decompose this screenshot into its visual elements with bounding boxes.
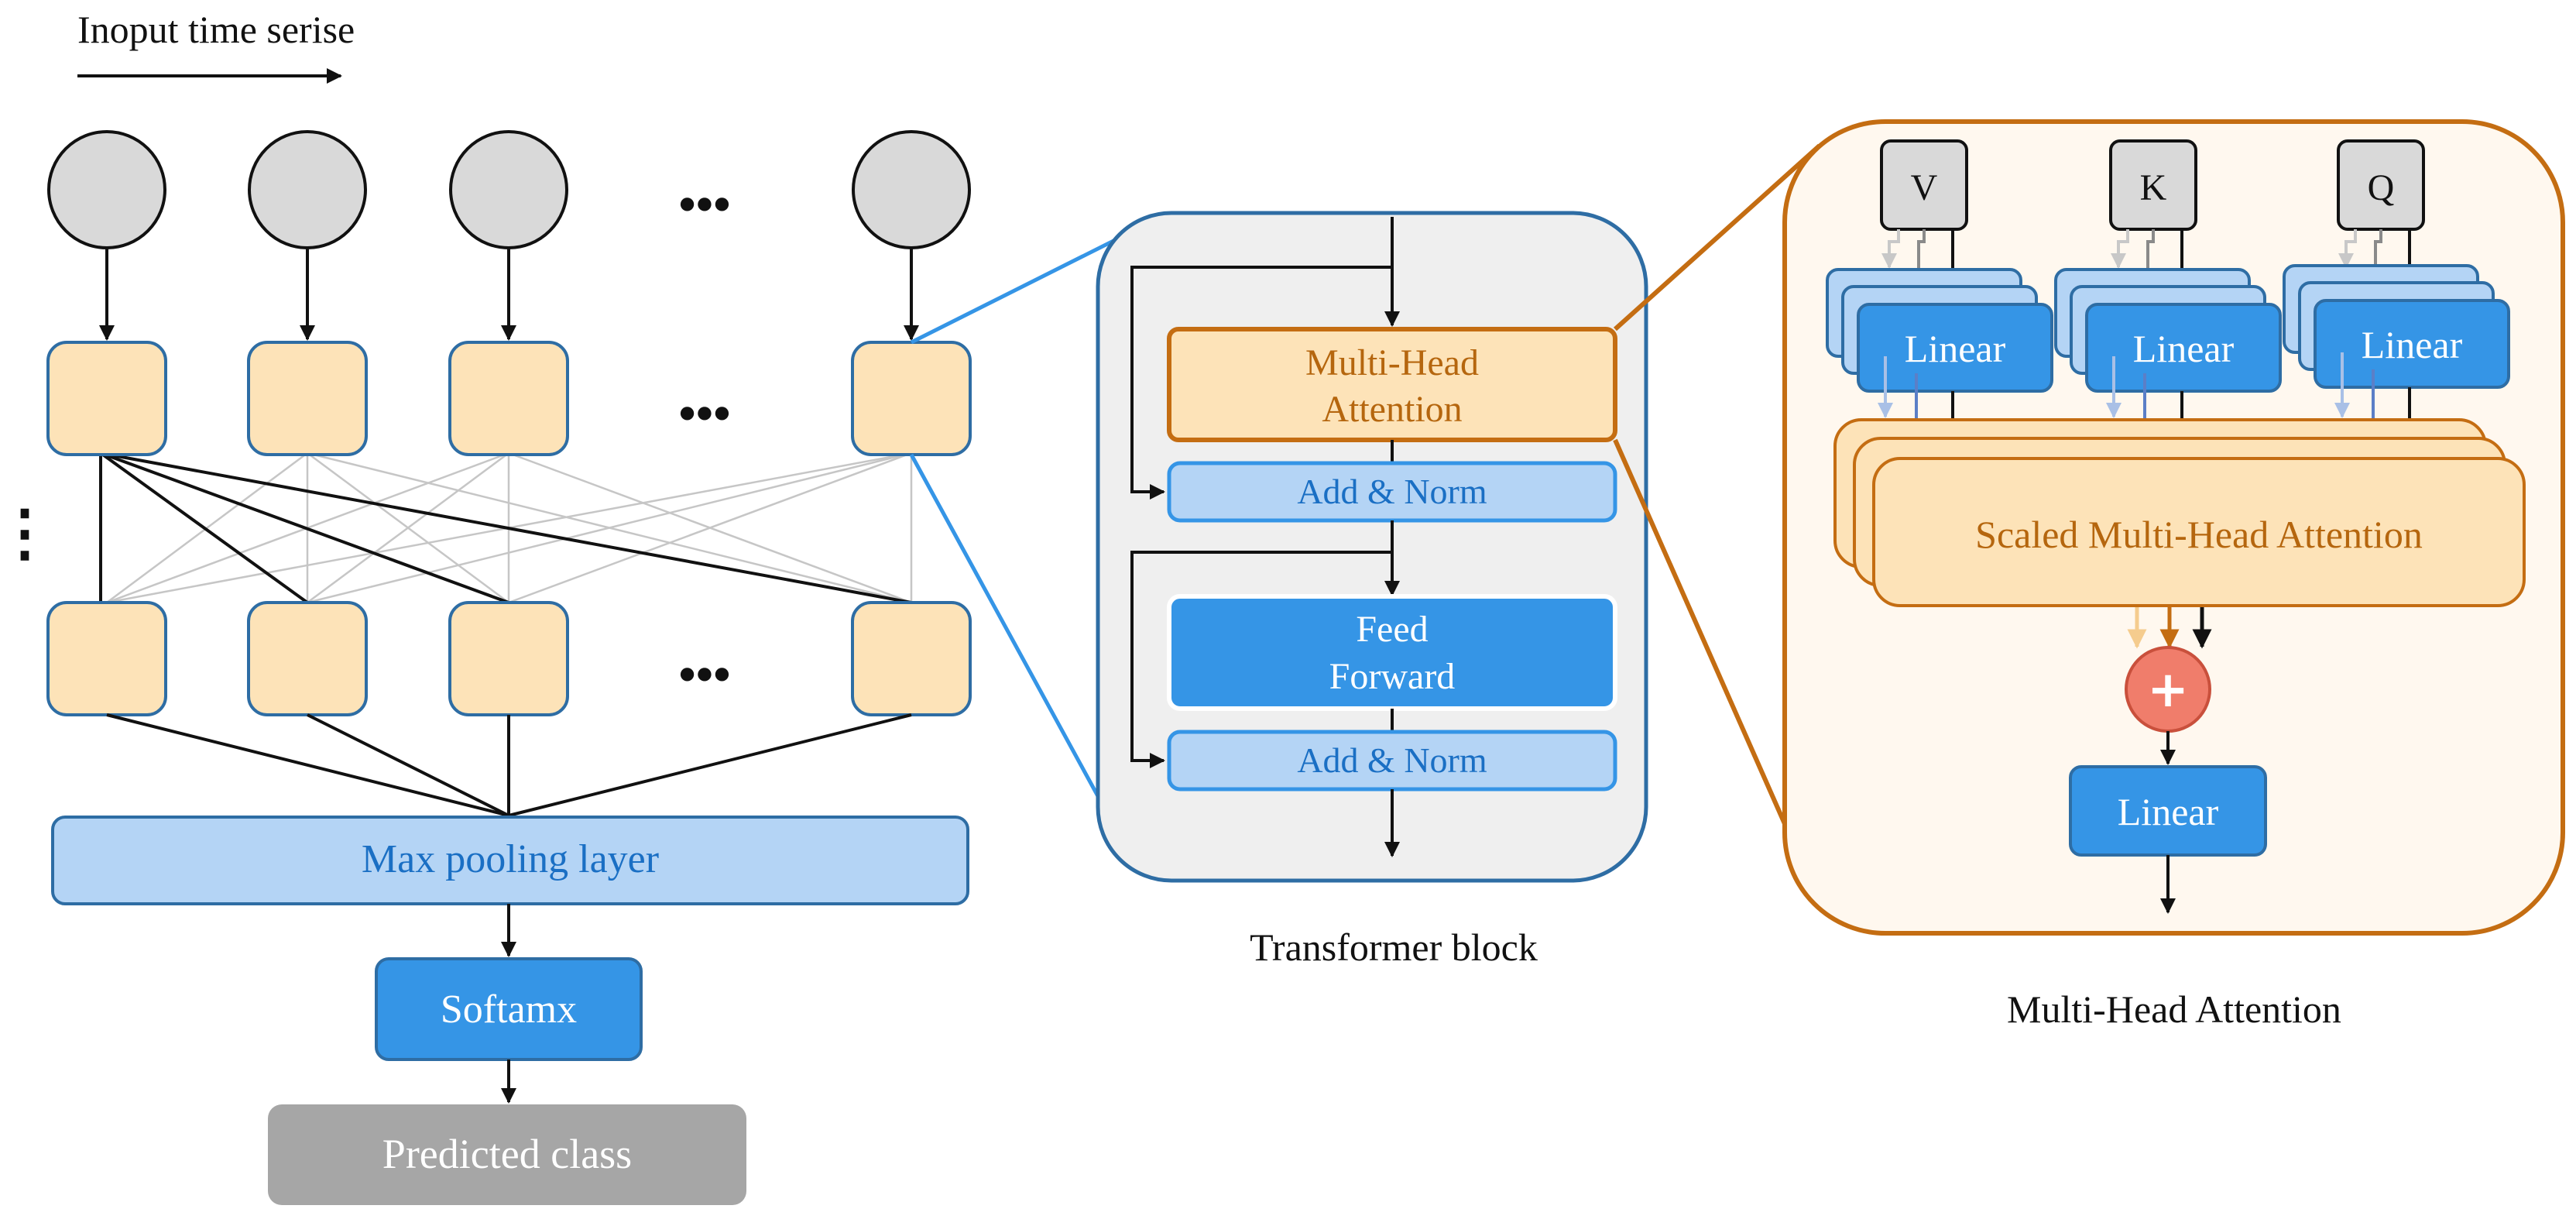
hidden-node (851, 341, 972, 456)
pooling-connections (106, 713, 912, 817)
add-norm-label-1: Add & Norm (1297, 472, 1487, 511)
transformer-caption: Transformer block (1250, 926, 1538, 969)
mha-label-line1: Multi-Head (1305, 342, 1479, 383)
vertical-ellipsis: ⋮ (0, 500, 56, 568)
ellipsis-layer-2: ••• (678, 647, 730, 702)
hidden-node (448, 341, 569, 456)
input-node (248, 130, 367, 249)
hidden-node (46, 341, 167, 456)
max-pooling-label: Max pooling layer (362, 837, 659, 881)
arrow (2140, 229, 2156, 287)
predicted-class-label: Predicted class (382, 1131, 632, 1177)
mha-detail: V K Q Linear Linear Linear (1782, 119, 2565, 1031)
input-node (449, 130, 568, 249)
linear-q-label: Linear (2362, 323, 2463, 366)
residual-connection-2 (1130, 551, 1392, 768)
linear-v-label: Linear (1905, 327, 2006, 370)
hidden-node (247, 601, 368, 716)
scaled-attention-label: Scaled Multi-Head Attention (1975, 513, 2423, 556)
add-norm-label-2: Add & Norm (1297, 740, 1487, 780)
mha-label-line2: Attention (1322, 389, 1462, 430)
v-label: V (1911, 167, 1938, 208)
linear-k-label: Linear (2133, 327, 2235, 370)
q-label: Q (2368, 167, 2395, 208)
dense-connections-highlighted (99, 452, 912, 604)
linear-output-label: Linear (2118, 790, 2219, 833)
mha-caption: Multi-Head Attention (2007, 987, 2341, 1031)
ellipsis-input: ••• (678, 177, 730, 232)
hidden-node (851, 601, 972, 716)
arrow (2111, 229, 2129, 269)
feed-forward-line2: Forward (1329, 656, 1456, 697)
left-network: Inoput time serise ••• (0, 8, 972, 1205)
softmax-label: Softamx (441, 987, 577, 1032)
input-node (852, 130, 971, 249)
feed-forward-line1: Feed (1356, 609, 1428, 650)
linear-v-layer (1857, 303, 2053, 393)
ellipsis-layer-1: ••• (678, 386, 730, 441)
plus-symbol: + (2147, 661, 2189, 719)
arrow (2368, 229, 2383, 287)
zoom-lines-transformer (909, 230, 1132, 815)
linear-q-layer (2314, 299, 2510, 389)
input-node (47, 130, 166, 249)
zoom-lines-mha (1613, 143, 1822, 834)
scaled-attention-block (1872, 457, 2526, 607)
arrow (2338, 229, 2357, 269)
input-time-series-label: Inoput time serise (77, 8, 355, 51)
k-label: K (2140, 167, 2167, 208)
arrow (1881, 229, 1900, 269)
hidden-node (46, 601, 167, 716)
transformer-block: Multi-Head Attention Add & Norm Feed For… (1096, 211, 1648, 969)
hidden-node (448, 601, 569, 716)
arrow (1911, 229, 1926, 287)
residual-connection-1 (1130, 266, 1392, 500)
predicted-class-box (268, 1104, 746, 1205)
hidden-node (247, 341, 368, 456)
